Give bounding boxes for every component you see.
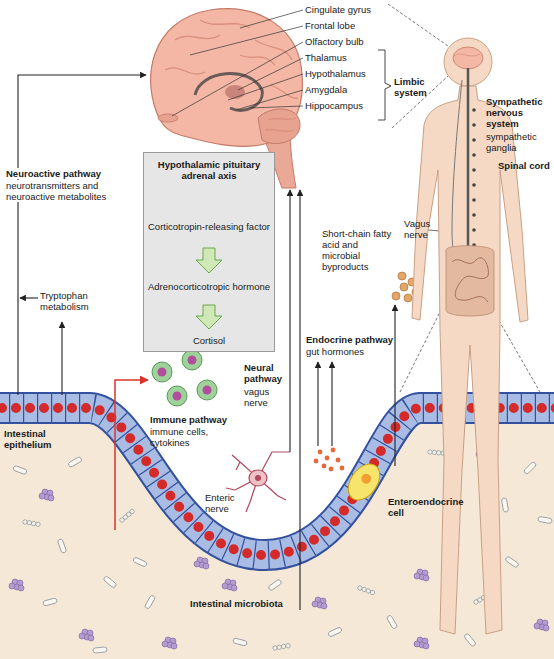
enteroendocrine-cell [342,458,386,506]
hormone-label: Cortisol [148,335,270,346]
structure-label: Intestinal microbiota [190,598,302,609]
box-heading: Hypothalamic pituitary adrenal axis [148,159,270,181]
system-label: Sympathetic nervous system [486,96,554,129]
limbic-bracket [378,50,391,120]
structure-label: Enteroendocrine cell [388,496,468,518]
pathway-note: immune cells, cytokines [150,426,245,448]
hormone-label: Corticotropin-releasing factor [148,221,270,232]
pathway-note: vagus nerve [244,386,288,408]
pathway-heading: Neural pathway [244,362,288,384]
gut-hormones [314,448,345,472]
brain-region-label: Thalamus [305,52,385,63]
system-note: sympathetic ganglia [486,131,554,153]
pathway-heading: Immune pathway [150,414,245,425]
hormone-label: Adrenocorticotropic hormone [148,281,270,292]
brain-region-label: Cingulate gyrus [305,4,385,15]
structure-label: Spinal cord [498,160,552,171]
brain-region-label: Hippocampus [305,100,385,111]
pathway-note: Tryptophan metabolism [40,290,102,312]
brain-region-label: Amygdala [305,84,385,95]
structure-label: Vagus nerve [404,218,444,240]
immune-cells [152,350,217,406]
structure-label: Enteric nerve [205,492,249,514]
pathway-note: Short-chain fatty acid and microbial byp… [322,228,394,272]
brain-region-label: Frontal lobe [305,20,385,31]
hpa-flow-arrows [196,248,222,329]
pathway-heading: Endocrine pathway [306,334,396,345]
brain-region-label: Olfactory bulb [305,36,385,47]
structure-label: Intestinal epithelium [4,428,68,450]
pathway-arrows [18,75,395,610]
pathway-note: gut hormones [306,346,396,357]
brain-region-label: Hypothalamus [305,68,385,79]
system-label: Limbic system [394,76,440,98]
pathway-heading: Neuroactive pathway [6,168,138,179]
intestinal-epithelium [0,408,554,555]
pathway-note: neurotransmitters and neuroactive metabo… [6,180,124,202]
enteric-neuron [226,452,290,512]
hpa-axis-box: Hypothalamic pituitary adrenal axisCorti… [143,152,275,352]
